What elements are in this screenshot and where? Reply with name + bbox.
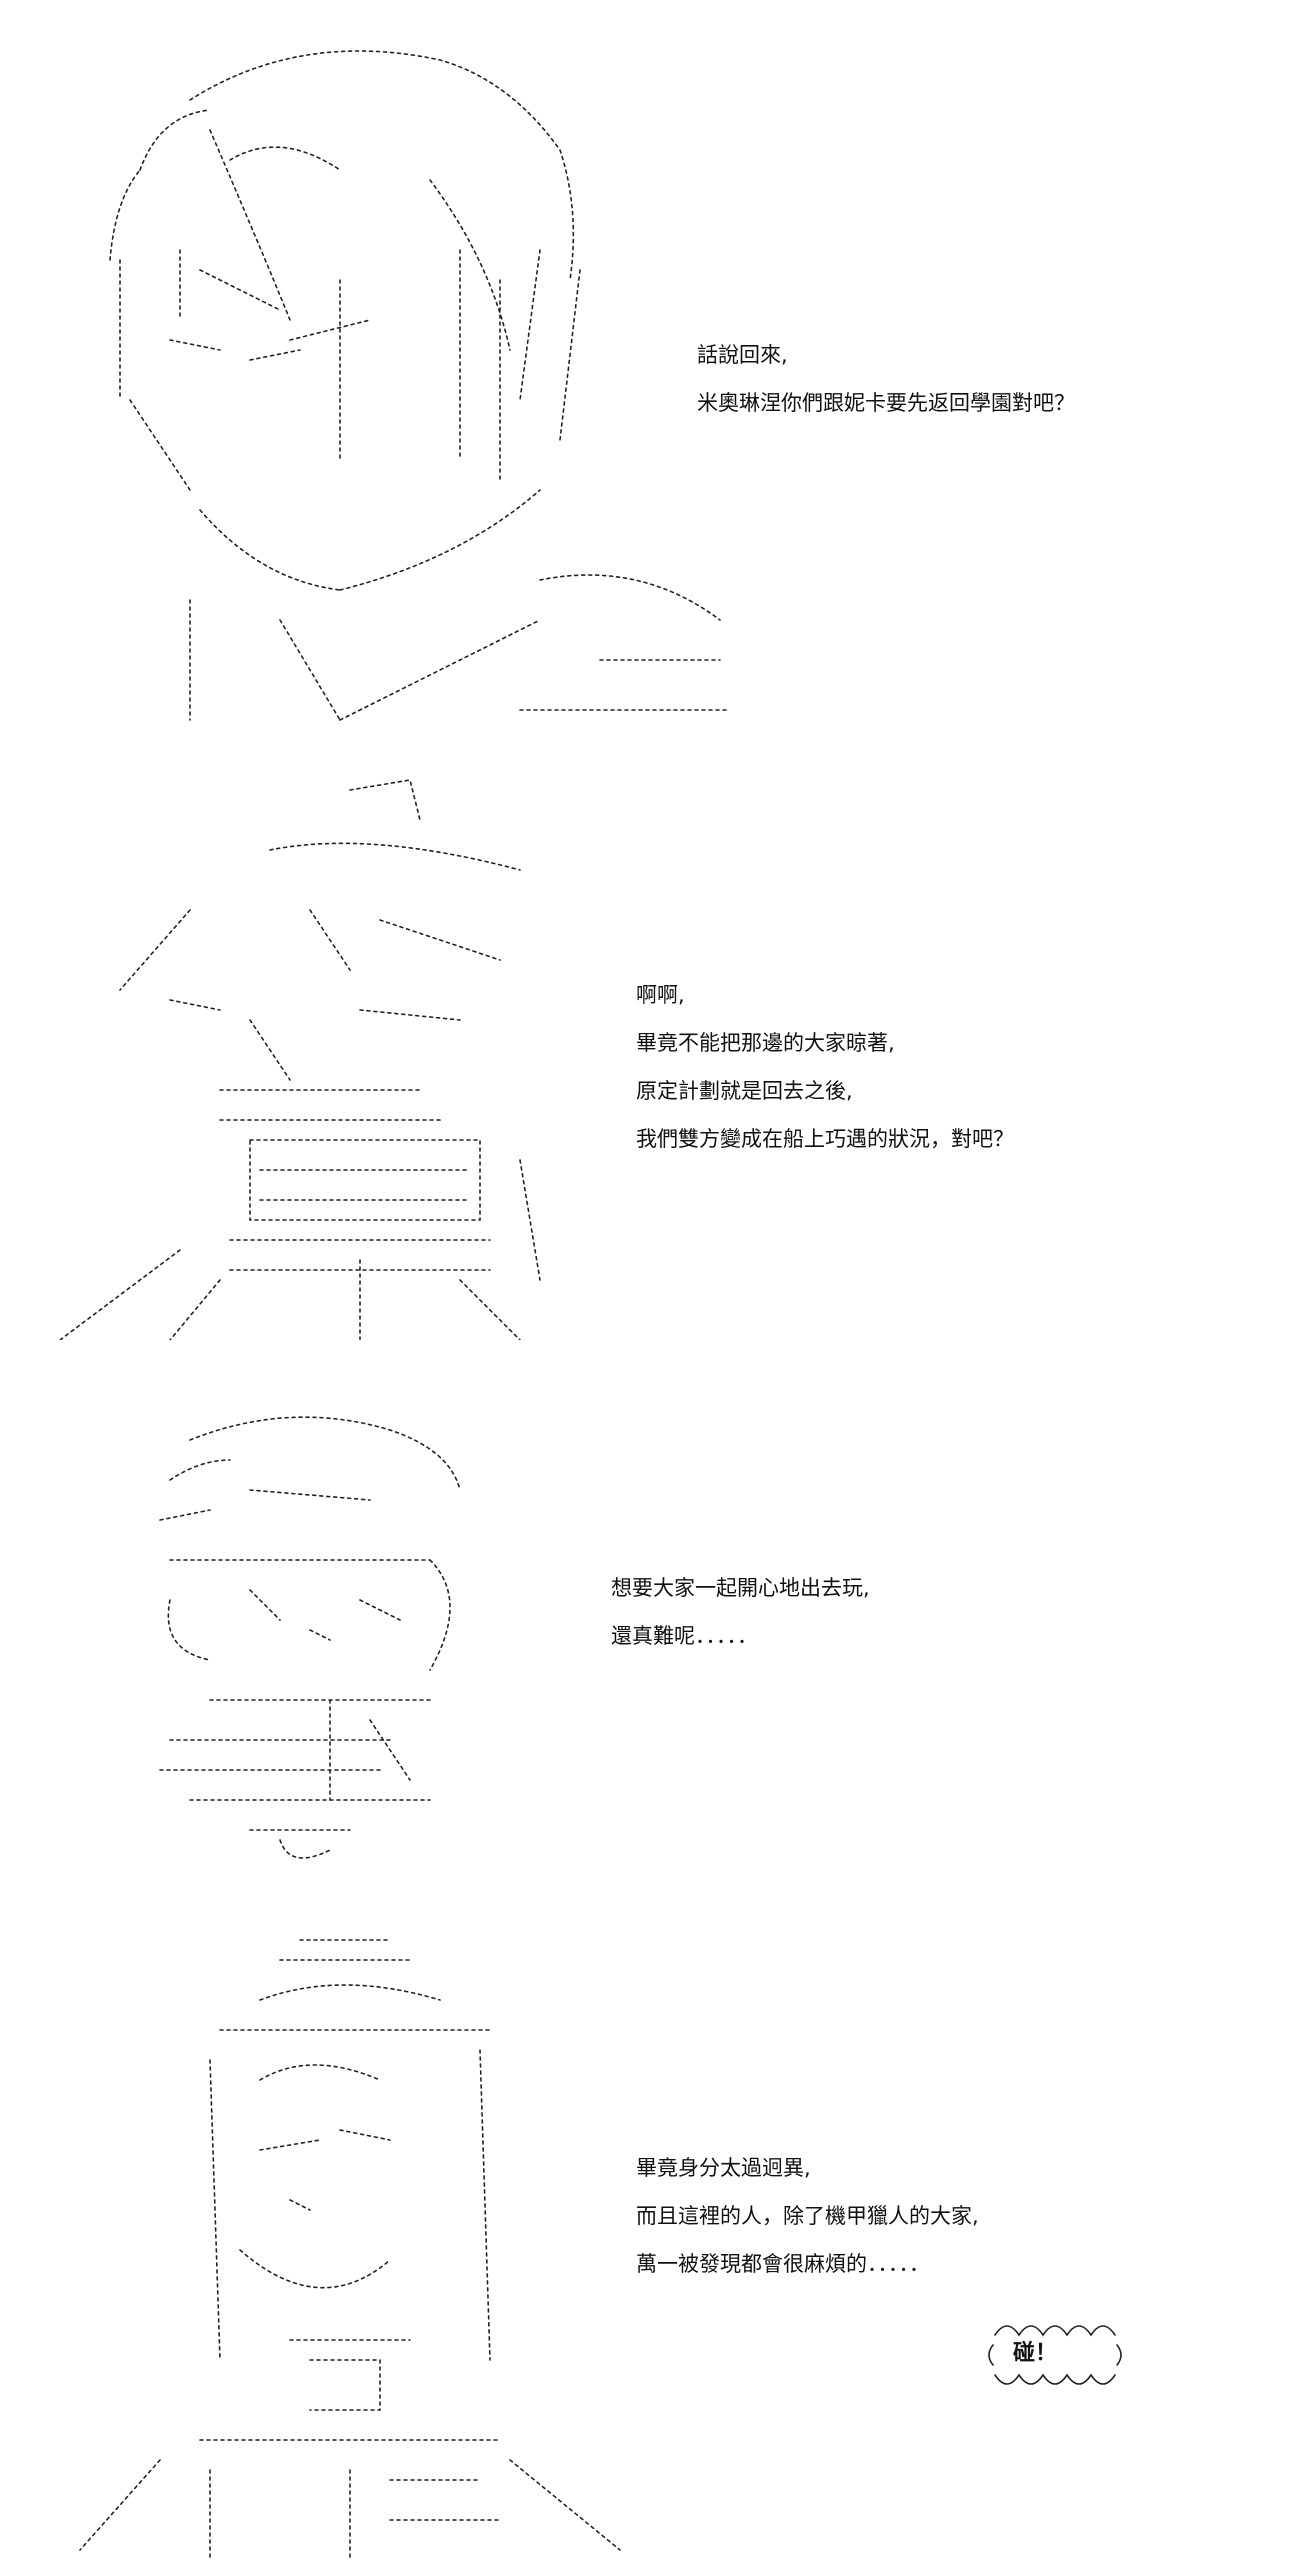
dialogue-panel-2: 啊啊, 畢竟不能把那邊的大家晾著, 原定計劃就是回去之後, 我們雙方變成在船上巧…	[636, 985, 1014, 1177]
ascii-art-character-1	[40, 20, 740, 740]
panel-1: 話說回來, 米奧琳涅你們跟妮卡要先返回學園對吧？	[0, 0, 1300, 740]
dialogue-panel-4: 畢竟身分太過迥異, 而且這裡的人，除了機甲獵人的大家, 萬一被發現都會很麻煩的．…	[636, 2158, 979, 2302]
ascii-art-character-3	[130, 1400, 550, 1870]
dialogue-line: 話說回來,	[697, 343, 788, 367]
dialogue-panel-1: 話說回來, 米奧琳涅你們跟妮卡要先返回學園對吧？	[697, 345, 1075, 441]
dialogue-line: 我們雙方變成在船上巧遇的狀況，對吧？	[636, 1127, 1014, 1151]
panel-3: 想要大家一起開心地出去玩, 還真難呢．．．．．	[0, 1360, 1300, 1880]
dialogue-line: 原定計劃就是回去之後,	[636, 1079, 853, 1103]
dialogue-line: 畢竟身分太過迥異,	[636, 2156, 811, 2180]
ascii-art-character-2	[20, 760, 580, 1340]
sfx-burst: 碰！	[985, 2315, 1135, 2395]
dialogue-line: 啊啊,	[636, 983, 685, 1007]
dialogue-line: 想要大家一起開心地出去玩,	[611, 1576, 870, 1600]
dialogue-line: 萬一被發現都會很麻煩的．．．．．	[636, 2252, 930, 2276]
dialogue-line: 米奧琳涅你們跟妮卡要先返回學園對吧？	[697, 391, 1075, 415]
panel-4: 畢竟身分太過迥異, 而且這裡的人，除了機甲獵人的大家, 萬一被發現都會很麻煩的．…	[0, 1880, 1300, 2560]
sfx-text: 碰！	[1013, 2341, 1058, 2366]
dialogue-line: 畢竟不能把那邊的大家晾著,	[636, 1031, 895, 1055]
panel-2: 啊啊, 畢竟不能把那邊的大家晾著, 原定計劃就是回去之後, 我們雙方變成在船上巧…	[0, 740, 1300, 1360]
dialogue-line: 而且這裡的人，除了機甲獵人的大家,	[636, 2204, 979, 2228]
dialogue-panel-3: 想要大家一起開心地出去玩, 還真難呢．．．．．	[611, 1578, 870, 1674]
ascii-art-character-4	[60, 1900, 660, 2560]
dialogue-line: 還真難呢．．．．．	[611, 1624, 758, 1648]
